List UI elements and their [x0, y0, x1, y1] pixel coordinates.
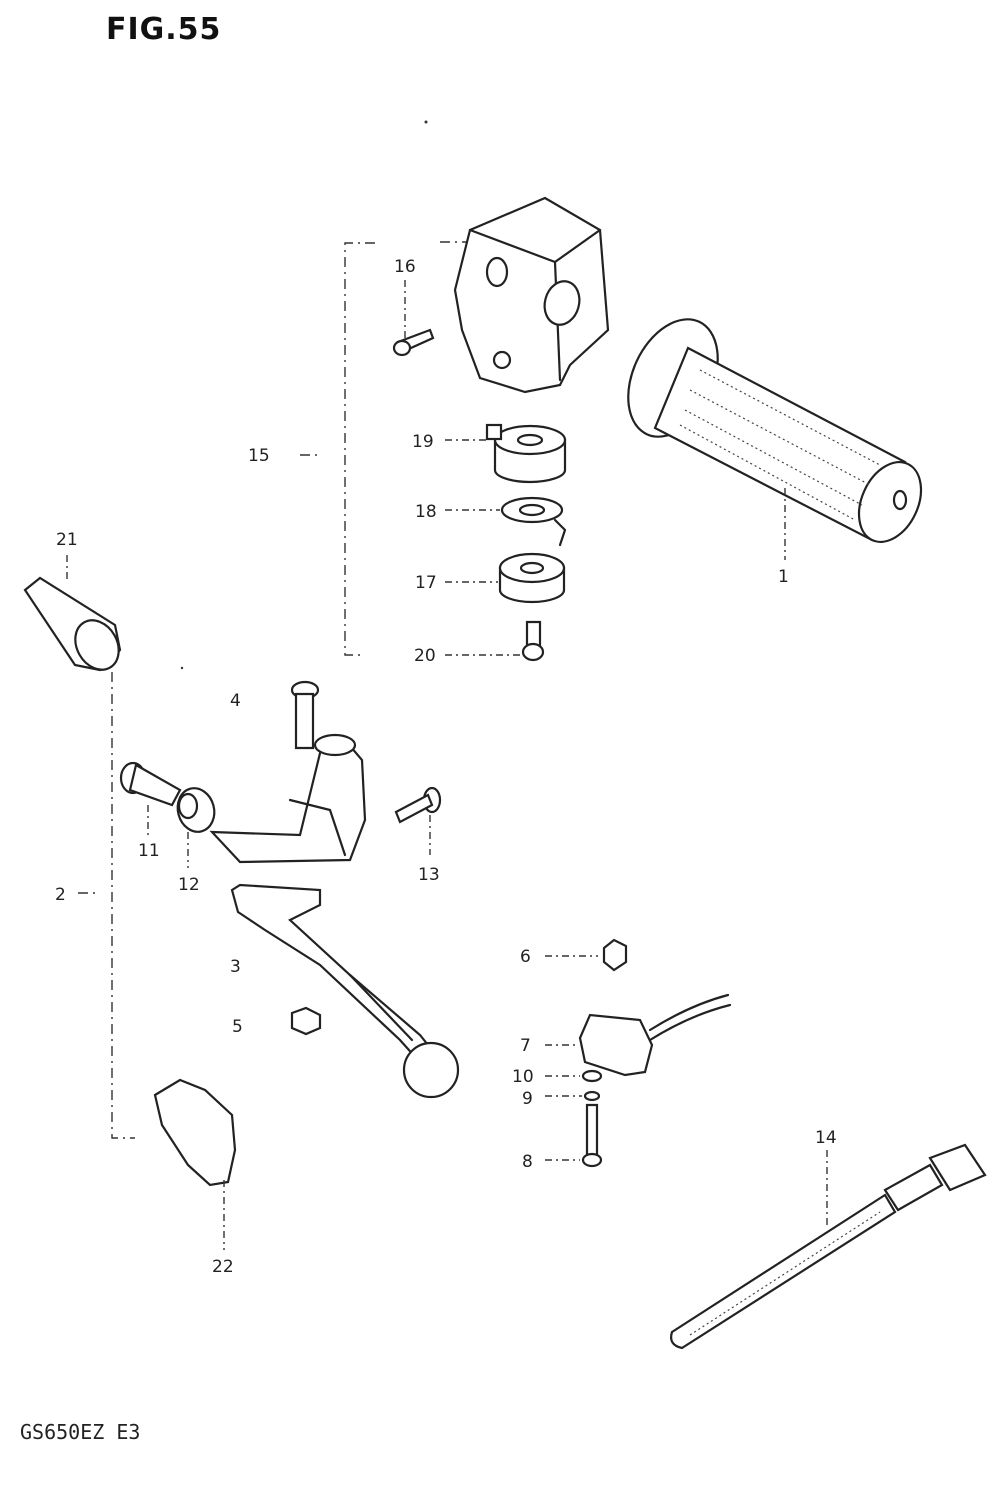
pivot-bolt-part-11: [119, 761, 182, 835]
callout-12: 12: [178, 875, 200, 895]
callout-4: 4: [230, 691, 241, 711]
cable-part-14: [670, 1143, 987, 1350]
callout-20: 20: [414, 646, 436, 666]
rubber-boot-part-21: [23, 555, 122, 672]
scan-specks: [180, 120, 428, 670]
callout-1: 1: [778, 567, 789, 587]
screw-part-13: [394, 786, 442, 855]
callout-19: 19: [412, 432, 434, 452]
callout-14: 14: [815, 1128, 837, 1148]
callout-13: 13: [418, 865, 440, 885]
nut-part-6: [545, 938, 628, 972]
callout-11: 11: [138, 841, 160, 861]
bolt-part-4: [290, 680, 320, 750]
washer-part-10: [545, 1069, 603, 1083]
collar-part-19: [445, 423, 567, 484]
lever-cover-part-22: [153, 1078, 237, 1250]
switch-housing-part-15: [453, 196, 610, 394]
nut-part-5: [290, 1006, 322, 1036]
screw-part-20: [445, 620, 545, 662]
screw-part-16: [392, 280, 435, 357]
callout-10: 10: [512, 1067, 534, 1087]
screw-part-8: [545, 1103, 603, 1168]
callout-22: 22: [212, 1257, 234, 1277]
washer-part-18: [445, 496, 567, 547]
assembly-2-bracket: [78, 672, 135, 1139]
callout-8: 8: [522, 1152, 533, 1172]
switch-part-7: [545, 993, 732, 1077]
figure-title: FIG.55: [106, 12, 222, 47]
callout-2: 2: [55, 885, 66, 905]
callout-9: 9: [522, 1089, 533, 1109]
callout-7: 7: [520, 1036, 531, 1056]
callout-6: 6: [520, 947, 531, 967]
bushing-part-12: [176, 787, 216, 868]
washer-part-9: [545, 1090, 601, 1102]
callout-16: 16: [394, 257, 416, 277]
model-code: GS650EZ E3: [20, 1420, 141, 1444]
callout-3: 3: [230, 957, 241, 977]
spacer-part-17: [445, 552, 566, 604]
callout-17: 17: [415, 573, 437, 593]
assembly-15-bracket: [300, 241, 472, 656]
callout-21: 21: [56, 530, 78, 550]
callout-15: 15: [248, 446, 270, 466]
lever-holder-part-2: [209, 733, 367, 864]
lever-part-3: [230, 883, 460, 1099]
callout-18: 18: [415, 502, 437, 522]
callout-labels: 1 2 3 4 5 6 7 8 9 10 11 12 13 14 15 16 1…: [55, 257, 837, 1277]
callout-5: 5: [232, 1017, 243, 1037]
grip-part-1: [627, 318, 923, 560]
